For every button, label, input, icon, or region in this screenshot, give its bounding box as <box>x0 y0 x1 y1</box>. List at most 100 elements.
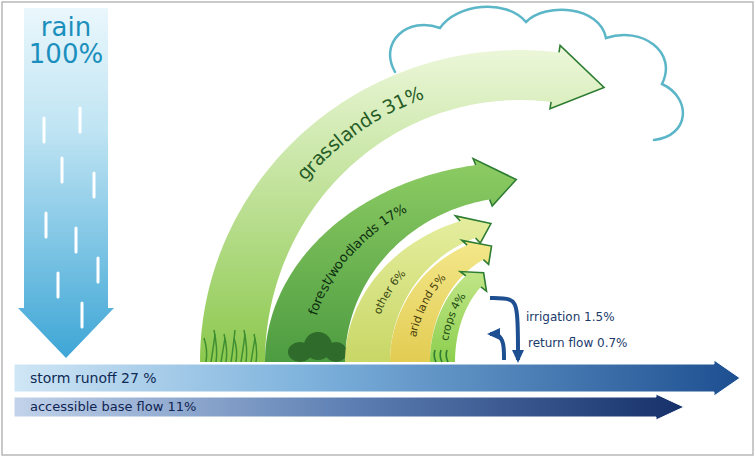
label-glyph: n <box>355 229 371 246</box>
label-glyph: o <box>371 305 386 316</box>
label-glyph: r <box>310 295 326 306</box>
node-shape <box>342 212 494 363</box>
flow-label: return flow 0.7% <box>528 336 628 350</box>
flow-arrow <box>490 298 518 360</box>
label-glyph: % <box>391 201 409 220</box>
label-glyph <box>385 281 398 291</box>
label-glyph: r <box>300 155 321 176</box>
rain-label: rain 100% <box>18 8 114 69</box>
flow-arrow-shape <box>14 394 684 420</box>
flow-arrow-shape <box>14 360 740 396</box>
label-glyph: / <box>322 272 337 284</box>
crop-plant <box>446 350 448 362</box>
label-glyph: r <box>383 284 396 295</box>
label-glyph: d <box>354 108 376 133</box>
label-glyph: 7 <box>384 207 399 224</box>
label-glyph: 5 <box>427 280 442 293</box>
flow-arrow <box>490 334 504 360</box>
cloud-outline <box>390 7 683 140</box>
band-arrowhead <box>462 240 492 264</box>
label-glyph: d <box>421 289 436 302</box>
label-glyph: a <box>415 301 430 313</box>
band-label: forest/woodlands 17% <box>262 155 520 363</box>
rain-arrow: rain 100% <box>18 8 114 360</box>
band-fill <box>265 159 516 362</box>
label-glyph: f <box>305 308 321 317</box>
band-label: arid land 5% <box>387 237 495 363</box>
grass-blade <box>231 330 235 362</box>
raindrop <box>81 303 84 327</box>
label-glyph: o <box>307 300 324 313</box>
label-glyph: i <box>409 321 422 328</box>
raindrop <box>79 108 82 132</box>
raindrop <box>45 213 48 237</box>
band-arrowhead <box>455 216 490 243</box>
grass-blade <box>224 334 227 362</box>
label-glyph <box>412 311 425 319</box>
grass-blade <box>204 338 207 362</box>
node-shape <box>427 268 490 363</box>
label-glyph: s <box>322 132 344 155</box>
label-glyph: p <box>442 315 457 326</box>
node-shape <box>262 155 520 363</box>
flow-label: accessible base flow 11% <box>14 394 686 420</box>
other-land-band: other 6% <box>342 212 494 363</box>
label-glyph: e <box>312 287 329 301</box>
band-arrowhead <box>460 272 486 292</box>
storm-runoff-band: storm runoff 27 % <box>14 360 742 396</box>
label-glyph: l <box>329 129 347 149</box>
raindrop <box>61 158 64 182</box>
band-arrowhead <box>473 159 516 206</box>
bush-icon <box>325 342 347 362</box>
label-glyph <box>374 99 390 121</box>
flow-label: storm runoff 27 % <box>14 360 742 396</box>
label-glyph: o <box>330 257 347 272</box>
base-flow-band: accessible base flow 11% <box>14 394 686 420</box>
label-glyph: 4 <box>448 300 463 312</box>
raindrop <box>97 258 100 282</box>
label-glyph: s <box>367 220 382 236</box>
node-shape <box>14 360 742 396</box>
raindrop <box>75 228 78 252</box>
node-shape <box>18 8 114 360</box>
label-glyph: w <box>324 263 342 280</box>
grass-blade <box>254 334 257 362</box>
band-fill <box>430 272 487 362</box>
label-glyph: s <box>316 281 332 294</box>
label-glyph: % <box>402 82 427 109</box>
label-glyph: 6 <box>387 275 402 288</box>
label-glyph: a <box>334 122 357 147</box>
label-glyph <box>373 217 385 232</box>
bush-icon <box>304 332 332 360</box>
grass-blade <box>234 338 237 362</box>
band-fill <box>345 216 491 362</box>
label-glyph: % <box>391 267 408 283</box>
band-label: crops 4% <box>427 268 490 363</box>
label-glyph: g <box>292 160 316 184</box>
label-glyph: o <box>335 250 352 266</box>
label-glyph: n <box>418 295 433 307</box>
label-glyph: c <box>438 334 452 342</box>
grass-blade <box>221 338 225 362</box>
forest-band: forest/woodlands 17% <box>262 155 520 363</box>
label-glyph: % <box>432 271 449 287</box>
label-glyph: r <box>408 324 422 332</box>
label-glyph: n <box>344 114 366 139</box>
label-glyph: a <box>406 329 420 338</box>
label-glyph: r <box>439 329 453 336</box>
grass-blade <box>214 330 217 362</box>
label-glyph <box>425 286 438 296</box>
label-glyph: l <box>414 308 427 316</box>
grass-blade <box>251 338 255 362</box>
raindrop <box>57 273 60 297</box>
label-glyph: a <box>349 235 365 251</box>
label-glyph: t <box>373 301 387 310</box>
label-glyph: d <box>361 224 377 241</box>
label-glyph: d <box>340 244 357 260</box>
label-glyph: % <box>452 290 469 306</box>
label-glyph: s <box>444 309 458 319</box>
label-glyph: 1 <box>376 212 391 229</box>
